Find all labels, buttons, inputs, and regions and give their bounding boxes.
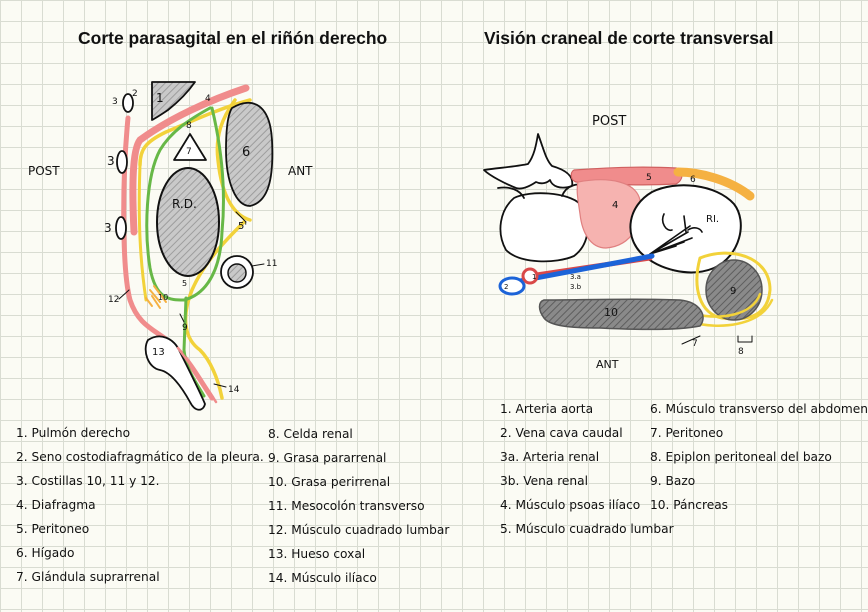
legend-item: 14. Músculo ilíaco (268, 571, 377, 585)
left-kidney-label: R.D. (172, 197, 197, 211)
leader-lines-left (118, 211, 265, 388)
rib-low (115, 216, 127, 240)
left-diagram-title: Corte parasagital en el riñón derecho (78, 28, 388, 48)
right-ant-label: ANT (596, 358, 619, 371)
right-label-10: 10 (604, 306, 618, 319)
left-label-8: 8 (186, 121, 192, 131)
left-label-11: 11 (266, 259, 277, 269)
adrenal-shape (173, 133, 207, 161)
rib-top (122, 93, 134, 113)
legend-item: 5. Músculo cuadrado lumbar (500, 522, 674, 536)
legend-item: 6. Hígado (16, 546, 75, 560)
left-ant-label: ANT (288, 164, 313, 178)
legend-item: 10. Grasa perirrenal (268, 475, 391, 489)
left-post-label: POST (28, 164, 60, 178)
left-label-3b: 3 (107, 154, 115, 168)
legend-item: 2. Seno costodiafragmático de la pleura. (16, 450, 264, 464)
lung-shape (151, 81, 196, 121)
psoas-muscle (576, 179, 642, 249)
legend-item: 9. Bazo (650, 474, 696, 488)
left-label-14: 14 (228, 385, 240, 395)
left-label-3a: 3 (112, 97, 118, 107)
right-label-5: 5 (646, 173, 652, 183)
legend-item: 7. Glándula suprarrenal (16, 570, 160, 584)
left-parasagittal-diagram: 1 2 3 3 3 4 5 5' 6 7 8 9 10 11 12 13 14 … (28, 81, 313, 411)
legend-item: 12. Músculo cuadrado lumbar (268, 523, 450, 537)
right-diagram-title: Visión craneal de corte transversal (484, 28, 774, 48)
left-label-4: 4 (205, 94, 211, 104)
mesocolon-inner (227, 263, 247, 283)
right-label-7: 7 (692, 339, 698, 349)
yellow-line-2 (215, 98, 252, 222)
left-label-12: 12 (108, 295, 119, 305)
left-label-9: 9 (182, 323, 188, 333)
vena-cava (498, 276, 526, 296)
legend-item: 11. Mesocolón transverso (268, 499, 425, 513)
left-label-10: 10 (158, 293, 168, 302)
right-label-8: 8 (738, 347, 744, 357)
left-label-1: 1 (156, 91, 164, 105)
pancreas (538, 298, 704, 331)
legend-item: 10. Páncreas (650, 498, 729, 512)
left-label-13: 13 (152, 347, 165, 358)
liver-shape (225, 102, 274, 207)
legend-item: 6. Músculo transverso del abdomen (650, 402, 868, 416)
legend-item: 1. Arteria aorta (500, 402, 594, 416)
legend-item: 13. Hueso coxal (268, 547, 366, 561)
leader-lines-right (681, 335, 753, 345)
right-label-6: 6 (690, 175, 696, 185)
legend-item: 8. Epiplon peritoneal del bazo (650, 450, 832, 464)
spleen-fat-outline (695, 251, 772, 321)
transverse-abdominis (673, 167, 755, 201)
perirenal-fat-hatch (145, 285, 167, 309)
spleen (705, 259, 763, 321)
right-transverse-diagram: 1 2 3.a 3.b 4 5 6 7 8 9 10 RI. POST ANT (483, 114, 774, 371)
right-label-3b: 3.b (570, 283, 582, 291)
legend-item: 5. Peritoneo (16, 522, 90, 536)
left-label-2: 2 (132, 89, 138, 99)
legend-item: 3a. Arteria renal (500, 450, 600, 464)
yellow-line-3 (137, 163, 148, 302)
vertebra-process (483, 133, 574, 190)
rib-mid (116, 150, 128, 174)
right-label-2: 2 (504, 283, 508, 291)
red-band (129, 84, 250, 236)
left-label-3c: 3 (104, 221, 112, 235)
right-post-label: POST (592, 114, 626, 129)
legend-item: 9. Grasa pararrenal (268, 451, 387, 465)
right-label-4: 4 (612, 200, 618, 211)
legend-item: 8. Celda renal (268, 427, 353, 441)
legend-item: 1. Pulmón derecho (16, 426, 131, 440)
iliac-line (176, 346, 218, 404)
left-label-7: 7 (186, 147, 192, 157)
yellow-line-1 (138, 98, 252, 167)
right-label-3a: 3.a (570, 273, 581, 281)
legend-item: 7. Peritoneo (650, 426, 724, 440)
legend-item: 4. Músculo psoas ilíaco (500, 498, 641, 512)
left-label-5: 5 (182, 279, 187, 288)
right-label-9: 9 (730, 286, 736, 297)
legend-item: 2. Vena cava caudal (500, 426, 623, 440)
aorta (521, 267, 539, 285)
legend-item: 3b. Vena renal (500, 474, 589, 488)
legend-item: 4. Diafragma (16, 498, 96, 512)
right-kidney-label: RI. (706, 214, 719, 225)
left-label-5prime: 5' (238, 221, 247, 232)
vertebra-body (499, 192, 589, 263)
renal-fascia (145, 106, 226, 302)
anatomy-diagrams: 1 2 3 3 3 4 5 5' 6 7 8 9 10 11 12 13 14 … (28, 81, 774, 411)
legend-item: 3. Costillas 10, 11 y 12. (16, 474, 160, 488)
left-label-6: 6 (242, 145, 250, 160)
kidney-hilum-lines (649, 213, 703, 255)
right-kidney (156, 167, 220, 277)
right-label-1: 1 (532, 273, 536, 281)
